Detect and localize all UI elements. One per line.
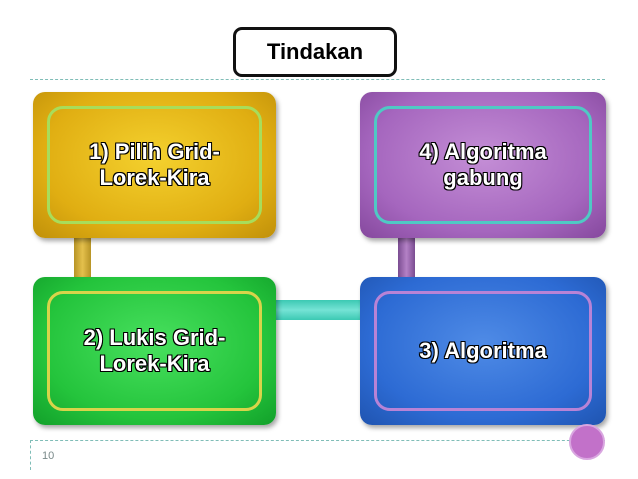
top-divider bbox=[30, 79, 605, 80]
page-number: 10 bbox=[42, 450, 55, 462]
connector-1-2 bbox=[74, 236, 91, 284]
step-box-1: 1) Pilih Grid- Lorek-Kira bbox=[33, 92, 276, 238]
step-label-1: 1) Pilih Grid- Lorek-Kira bbox=[89, 139, 220, 190]
title-box: Tindakan bbox=[233, 27, 397, 77]
corner-circle-decoration bbox=[569, 424, 605, 460]
footer-marker-line bbox=[30, 440, 31, 470]
connector-2-3 bbox=[272, 300, 366, 320]
step-box-2: 2) Lukis Grid- Lorek-Kira bbox=[33, 277, 276, 425]
step-label-3: 3) Algoritma bbox=[419, 338, 547, 363]
step-box-3: 3) Algoritma bbox=[360, 277, 606, 425]
step-label-2: 2) Lukis Grid- Lorek-Kira bbox=[83, 325, 226, 376]
step-box-1-frame: 1) Pilih Grid- Lorek-Kira bbox=[47, 106, 262, 224]
slide-title: Tindakan bbox=[266, 39, 364, 64]
step-label-4: 4) Algoritma gabung bbox=[419, 139, 547, 190]
step-box-2-frame: 2) Lukis Grid- Lorek-Kira bbox=[47, 291, 262, 411]
bottom-divider bbox=[30, 440, 605, 441]
connector-3-4 bbox=[398, 236, 415, 284]
step-box-4: 4) Algoritma gabung bbox=[360, 92, 606, 238]
step-box-4-frame: 4) Algoritma gabung bbox=[374, 106, 592, 224]
step-box-3-frame: 3) Algoritma bbox=[374, 291, 592, 411]
